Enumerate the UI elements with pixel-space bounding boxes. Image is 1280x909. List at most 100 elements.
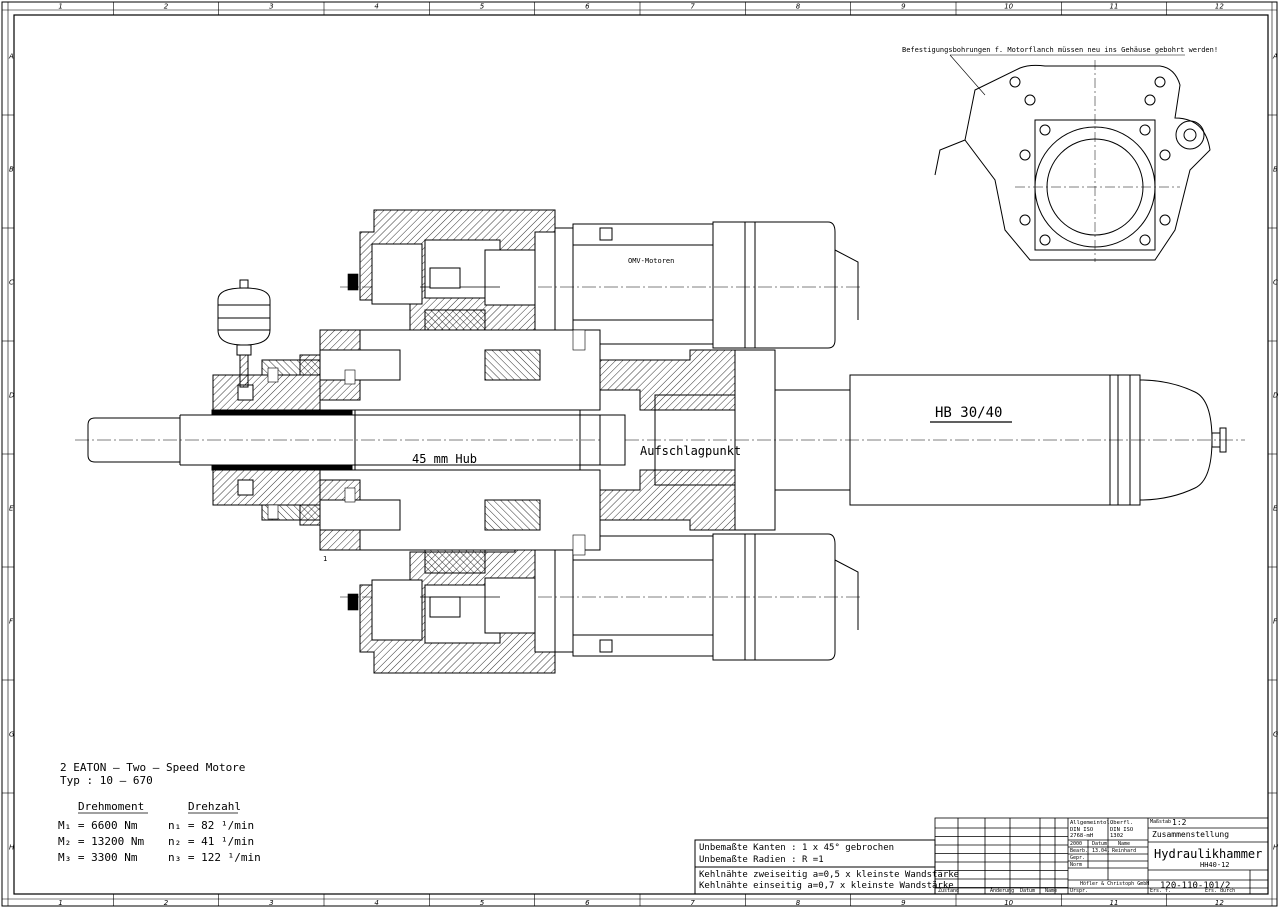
- impact-label: Aufschlagpunkt: [640, 444, 742, 458]
- column-label: 1: [58, 3, 62, 11]
- bolt-hole: [1009, 76, 1021, 88]
- column-label: 4: [374, 3, 378, 11]
- surface-tolerance: Oberfl. DIN ISO 1302: [1110, 820, 1134, 840]
- column-label: 2: [164, 899, 169, 907]
- scale-label: Maßstab: [1150, 819, 1172, 825]
- row-label: C: [9, 279, 14, 287]
- row-label: E: [9, 505, 14, 513]
- title-block-footer-label: Änderung: [990, 888, 1015, 894]
- bolt-hole: [1139, 124, 1151, 136]
- row-label: E: [1273, 505, 1278, 513]
- tb-date: 13.04.: [1092, 848, 1111, 854]
- torque-row-1: M₁ = 6600 Nm: [58, 819, 138, 832]
- bolt-hole: [1159, 149, 1171, 161]
- column-label: 7: [690, 899, 695, 907]
- speed-row-3: n₃ = 122 ¹/min: [168, 851, 261, 864]
- column-label: 11: [1110, 899, 1119, 907]
- part-number-mark: 1: [323, 555, 328, 563]
- column-label: 2: [164, 3, 169, 11]
- row-label: A: [8, 53, 14, 61]
- row-label: H: [9, 844, 15, 852]
- speed-row-2: n₂ = 41 ¹/min: [168, 835, 255, 848]
- bolt-hole: [1024, 94, 1036, 106]
- bolt-hole: [1019, 149, 1031, 161]
- column-label: 8: [796, 3, 801, 11]
- tb-row-gepr: Gepr.: [1070, 855, 1086, 861]
- scale-value: 1:2: [1172, 818, 1187, 827]
- column-label: 9: [901, 3, 906, 11]
- note-weld-2: Kehlnähte einseitig a=0,7 x kleinste Wan…: [699, 881, 954, 891]
- row-label: A: [1272, 53, 1278, 61]
- hydraulic-hammer-body: [849, 374, 1227, 506]
- title-block-footer-label: Datum: [1020, 888, 1036, 894]
- bolt-symbols: [267, 273, 586, 611]
- column-label: 11: [1110, 3, 1119, 11]
- column-label: 5: [480, 899, 485, 907]
- row-label: H: [1273, 844, 1279, 852]
- motor-spec-line2: Typ : 10 – 670: [60, 774, 153, 787]
- column-label: 4: [374, 899, 378, 907]
- drawing-title: Hydraulikhammer: [1154, 847, 1263, 861]
- column-label: 8: [796, 899, 801, 907]
- column-label: 7: [690, 3, 695, 11]
- stroke-label: 45 mm Hub: [412, 452, 478, 466]
- row-label: G: [1273, 731, 1279, 739]
- row-label: D: [1273, 392, 1279, 400]
- column-label: 1: [58, 899, 62, 907]
- title-block-footer-label: Ers. f.: [1150, 888, 1172, 894]
- column-label: 10: [1004, 3, 1013, 11]
- tb-row-2000: 2000: [1070, 841, 1083, 847]
- torque-row-2: M₂ = 13200 Nm: [58, 835, 145, 848]
- row-label: B: [9, 166, 14, 174]
- speed-row-1: n₁ = 82 ¹/min: [168, 819, 255, 832]
- bolt-hole: [1139, 234, 1151, 246]
- drawing-kind: Zusammenstellung: [1152, 830, 1230, 839]
- column-label: 12: [1215, 3, 1224, 11]
- drawing-subtitle: HH40-12: [1200, 861, 1230, 869]
- note-radii: Unbemaßte Radien : R =1: [699, 855, 824, 865]
- title-block-footer-label: Urspr.: [1070, 888, 1089, 894]
- tb-name: Reinhard: [1112, 848, 1137, 854]
- bolt-hole: [1019, 214, 1031, 226]
- column-label: 9: [901, 899, 906, 907]
- note-weld-1: Kehlnähte zweiseitig a=0,5 x kleinste Wa…: [699, 870, 960, 880]
- bolt-hole: [1039, 234, 1051, 246]
- hammer-label: HB 30/40: [935, 405, 1003, 421]
- main-shaft: [87, 409, 600, 471]
- bolt-hole: [1144, 94, 1156, 106]
- row-label: B: [1273, 166, 1278, 174]
- row-label: C: [1273, 279, 1278, 287]
- row-label: G: [9, 731, 15, 739]
- motor-spec-line1: 2 EATON – Two – Speed Motore: [60, 761, 246, 774]
- tb-row-bearb: Bearb.: [1070, 848, 1089, 854]
- title-block-footer-label: Name: [1045, 888, 1058, 894]
- column-label: 6: [585, 899, 590, 907]
- row-label: F: [9, 618, 14, 626]
- tb-row-norm: Norm: [1070, 862, 1083, 868]
- bolt-hole: [1154, 76, 1166, 88]
- column-label: 5: [480, 3, 485, 11]
- column-label: 6: [585, 3, 590, 11]
- tb-col-name: Name: [1118, 841, 1131, 847]
- torque-row-3: M₃ = 3300 Nm: [58, 851, 138, 864]
- bolt-hole: [1039, 124, 1051, 136]
- tb-company: Höfler & Christoph GmbH: [1080, 881, 1150, 887]
- motor-label-upper: OMV-Motoren: [628, 257, 675, 265]
- torque-header: Drehmoment: [78, 800, 145, 813]
- column-label: 10: [1004, 899, 1013, 907]
- flange-note: Befestigungsbohrungen f. Motorflanch müs…: [902, 46, 1219, 54]
- motor-flange-detail: [934, 54, 1211, 262]
- column-label: 3: [269, 899, 273, 907]
- bolt-hole: [1159, 214, 1171, 226]
- speed-header: Drehzahl: [188, 800, 241, 813]
- upper-motor: [554, 221, 859, 349]
- accumulator: [217, 279, 271, 388]
- note-edges: Unbemaßte Kanten : 1 x 45° gebrochen: [699, 843, 895, 853]
- column-label: 3: [269, 3, 273, 11]
- column-label: 12: [1215, 899, 1224, 907]
- row-label: F: [1273, 618, 1278, 626]
- title-block-footer-label: Zustand: [938, 888, 960, 894]
